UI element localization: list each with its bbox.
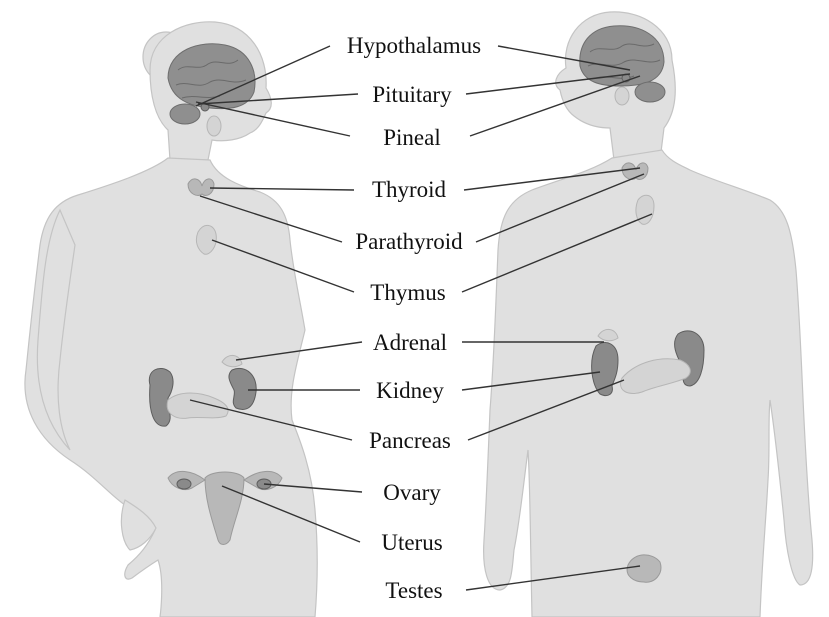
label-thymus: Thymus [370, 280, 445, 305]
female-figure [25, 22, 317, 617]
label-ovary: Ovary [383, 480, 441, 505]
female-ovary-left [177, 479, 191, 489]
male-face-white [615, 87, 629, 105]
label-hypothalamus: Hypothalamus [347, 33, 481, 58]
label-pancreas: Pancreas [369, 428, 451, 453]
female-cerebellum [170, 104, 200, 124]
male-figure [484, 12, 813, 617]
label-testes: Testes [385, 578, 442, 603]
female-face-white [207, 116, 221, 136]
male-testes [627, 555, 661, 582]
label-thyroid: Thyroid [372, 177, 447, 202]
label-uterus: Uterus [381, 530, 442, 555]
labels: Hypothalamus Pituitary Pineal Thyroid Pa… [347, 33, 481, 603]
label-kidney: Kidney [376, 378, 444, 403]
label-pineal: Pineal [383, 125, 441, 150]
label-pituitary: Pituitary [372, 82, 452, 107]
label-parathyroid: Parathyroid [355, 229, 463, 254]
label-adrenal: Adrenal [373, 330, 447, 355]
male-cerebellum [635, 82, 665, 102]
female-kidney-right [229, 368, 256, 409]
